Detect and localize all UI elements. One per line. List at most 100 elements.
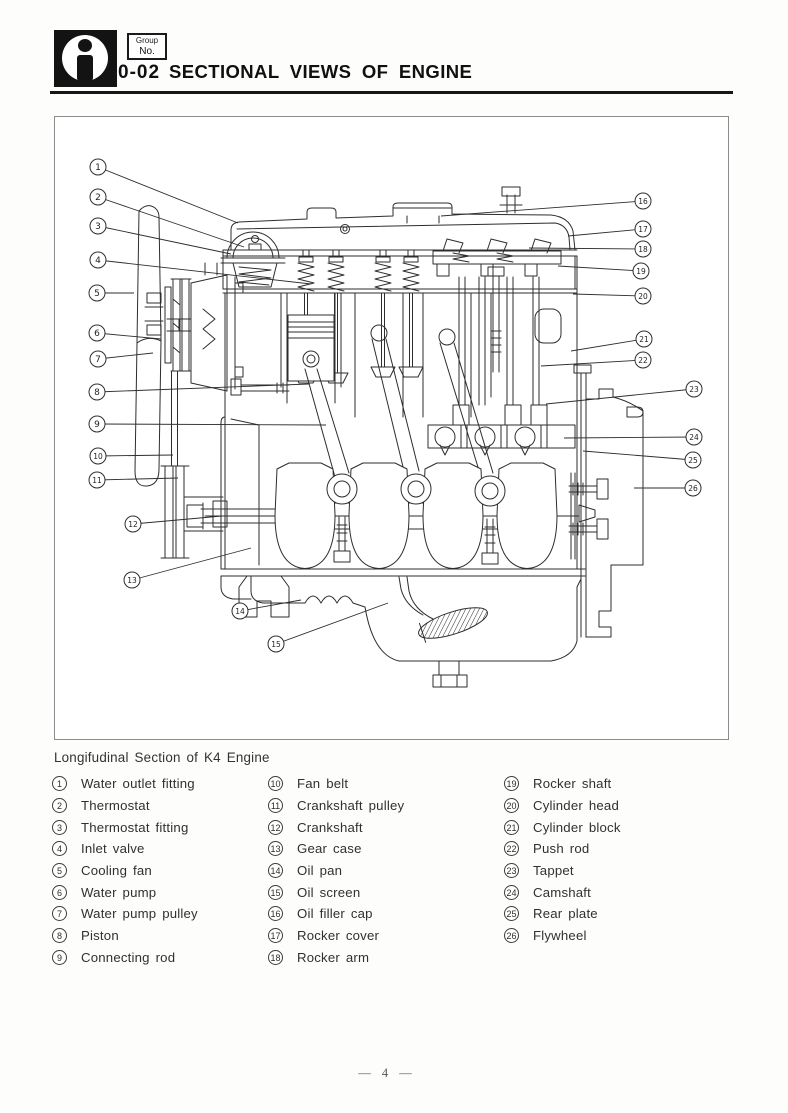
title-rule <box>50 91 733 94</box>
circled-number: 3 <box>52 819 67 835</box>
svg-text:23: 23 <box>689 385 699 394</box>
circled-number: 18 <box>268 949 283 965</box>
legend-label: Inlet valve <box>81 841 145 857</box>
svg-text:22: 22 <box>638 356 648 365</box>
svg-text:7: 7 <box>95 355 101 365</box>
legend-label: Tappet <box>533 863 574 879</box>
legend-label: Oil pan <box>297 863 343 879</box>
svg-text:3: 3 <box>95 222 101 232</box>
svg-text:14: 14 <box>235 607 245 616</box>
legend-label: Rocker arm <box>297 949 370 965</box>
callout-layer: 1234567891011121314151617181920212223242… <box>88 158 703 653</box>
page-number: — 4 — <box>358 1066 412 1080</box>
svg-text:8: 8 <box>94 388 100 398</box>
circled-number: 26 <box>504 928 519 944</box>
legend-item: 5 Cooling fan <box>52 860 198 882</box>
svg-text:20: 20 <box>638 292 648 301</box>
circled-number: 21 <box>504 819 519 835</box>
circled-number: 14 <box>268 863 283 879</box>
group-no-label: No. <box>139 46 155 57</box>
svg-text:12: 12 <box>128 520 138 529</box>
legend-item: 3 Thermostat fitting <box>52 816 198 838</box>
callout-10: 10 <box>89 447 174 465</box>
svg-text:6: 6 <box>94 329 100 339</box>
circled-number: 1 <box>52 776 67 792</box>
circled-number: 4 <box>52 841 67 857</box>
svg-text:10: 10 <box>93 452 103 461</box>
legend-label: Oil filler cap <box>297 906 373 922</box>
svg-text:18: 18 <box>638 245 648 254</box>
callout-25: 25 <box>582 450 702 469</box>
callout-15: 15 <box>267 602 389 653</box>
callout-16: 16 <box>440 192 652 217</box>
callout-18: 18 <box>528 240 652 258</box>
svg-text:4: 4 <box>95 256 101 266</box>
callout-6: 6 <box>88 324 162 342</box>
callout-3: 3 <box>89 217 232 255</box>
legend-item: 21 Cylinder block <box>504 816 621 838</box>
callout-13: 13 <box>123 547 252 589</box>
circled-number: 11 <box>268 798 283 814</box>
circled-number: 15 <box>268 884 283 900</box>
legend-item: 4 Inlet valve <box>52 838 198 860</box>
legend-item: 15 Oil screen <box>268 881 404 903</box>
svg-text:5: 5 <box>94 289 100 299</box>
svg-text:25: 25 <box>688 456 698 465</box>
callout-9: 9 <box>88 415 327 433</box>
circled-number: 16 <box>268 906 283 922</box>
callout-4: 4 <box>89 251 312 285</box>
callout-20: 20 <box>572 287 652 305</box>
engine-sectional-drawing: 1234567891011121314151617181920212223242… <box>88 158 703 688</box>
circled-number: 19 <box>504 776 519 792</box>
legend-label: Oil screen <box>297 884 361 900</box>
svg-text:1: 1 <box>95 163 101 173</box>
legend-label: Camshaft <box>533 884 592 900</box>
legend-label: Water outlet fitting <box>81 776 195 792</box>
legend-label: Gear case <box>297 841 362 857</box>
callout-12: 12 <box>124 515 223 533</box>
legend-label: Flywheel <box>533 928 587 944</box>
circled-number: 8 <box>52 928 67 944</box>
callout-8: 8 <box>88 383 310 401</box>
svg-text:19: 19 <box>636 267 646 276</box>
circled-number: 9 <box>52 949 67 965</box>
legend-label: Push rod <box>533 841 590 857</box>
legend-item: 14 Oil pan <box>268 860 404 882</box>
info-icon-stem <box>77 55 93 81</box>
svg-text:26: 26 <box>688 484 698 493</box>
callout-7: 7 <box>89 350 154 368</box>
legend-label: Rocker cover <box>297 928 380 944</box>
callout-2: 2 <box>89 188 245 248</box>
circled-number: 10 <box>268 776 283 792</box>
legend-item: 18 Rocker arm <box>268 947 404 969</box>
circled-number: 6 <box>52 884 67 900</box>
circled-number: 25 <box>504 906 519 922</box>
legend-label: Cylinder block <box>533 819 621 835</box>
info-icon <box>54 30 117 87</box>
circled-number: 5 <box>52 863 67 879</box>
legend-label: Rear plate <box>533 906 598 922</box>
circled-number: 7 <box>52 906 67 922</box>
legend-label: Water pump <box>81 884 157 900</box>
callout-5: 5 <box>88 284 134 302</box>
legend-label: Cooling fan <box>81 863 152 879</box>
legend-label: Cylinder head <box>533 798 619 814</box>
legend-label: Crankshaft <box>297 819 363 835</box>
callout-17: 17 <box>567 220 652 238</box>
legend-item: 25 Rear plate <box>504 903 621 925</box>
legend-label: Thermostat fitting <box>81 819 189 835</box>
